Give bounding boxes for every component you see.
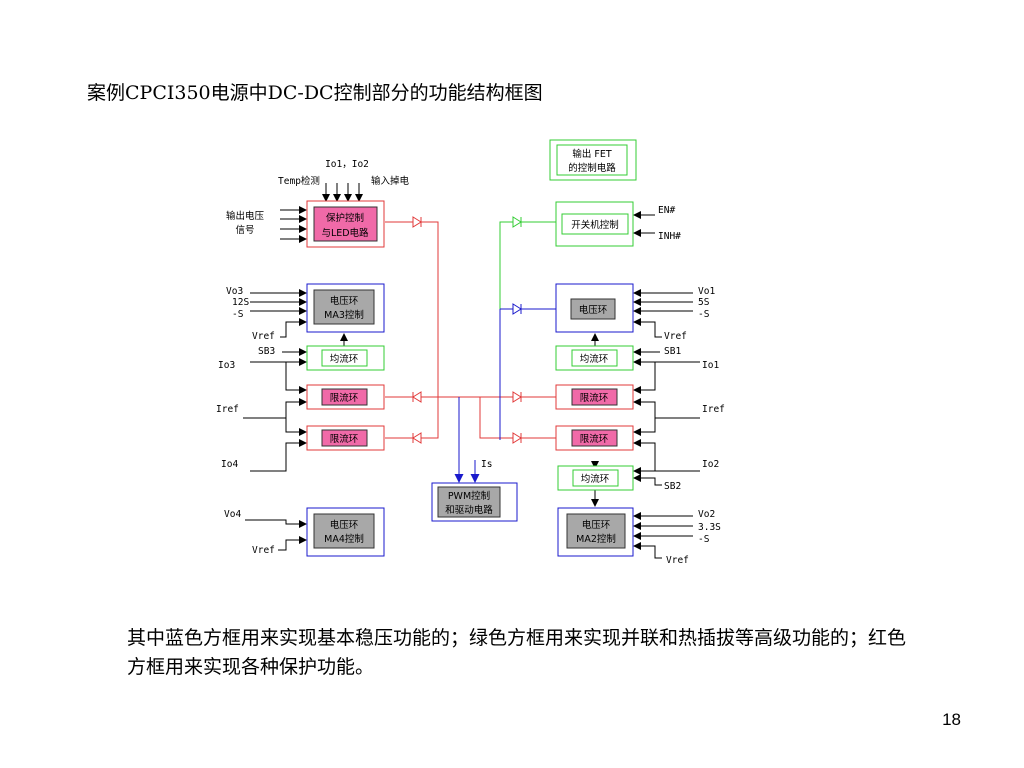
cs-left-label: 均流环 — [330, 353, 359, 365]
slide-title: 案例CPCI350电源中DC-DC控制部分的功能结构框图 — [87, 82, 543, 104]
s33-label: 3.3S — [698, 522, 721, 533]
current-limit-loop-right-1: 限流环 — [555, 384, 634, 410]
cs-right-1-label: 均流环 — [580, 353, 609, 365]
diode-left-top — [412, 216, 422, 228]
s12-label: 12S — [232, 297, 249, 308]
sb2-label: SB2 — [664, 481, 681, 492]
limit-right-1-label: 限流环 — [580, 392, 609, 404]
vref-left-bottom-label: Vref — [252, 545, 275, 556]
page-number: 18 — [942, 710, 961, 729]
diode-right-vloop — [512, 303, 522, 315]
ma3-label-1: 电压环 — [330, 295, 359, 307]
minus-s-right2-label: -S — [698, 534, 710, 545]
ma3-voltage-loop-block: 电压环 MA3控制 — [306, 283, 385, 333]
outv-label-2: 信号 — [235, 224, 254, 236]
voltage-loop-right-block: 电压环 — [555, 283, 634, 333]
diode-left-mid — [412, 391, 422, 403]
sb1-label: SB1 — [664, 346, 681, 357]
pwm-drive-block: PWM控制 和驱动电路 — [431, 482, 518, 522]
vo4-label: Vo4 — [224, 509, 241, 520]
left-input-arrows — [243, 183, 363, 551]
ma4-label-1: 电压环 — [330, 519, 359, 531]
outv-label-1: 输出电压 — [226, 210, 265, 222]
ma2-voltage-loop-block: 电压环 MA2控制 — [557, 507, 634, 557]
diode-right-mid — [512, 391, 522, 403]
s5-label: 5S — [698, 297, 710, 308]
onoff-label: 开关机控制 — [571, 219, 619, 231]
diode-right-top — [512, 216, 522, 228]
fet-label-1: 输出 FET — [572, 148, 611, 160]
protection-led-block: 保护控制 与LED电路 — [306, 200, 385, 248]
limit-right-2-label: 限流环 — [580, 433, 609, 445]
protection-led-label-1: 保护控制 — [326, 212, 364, 224]
vo3-label: Vo3 — [226, 286, 243, 297]
input-drop-label: 输入掉电 — [371, 175, 410, 187]
ma4-label-2: MA4控制 — [324, 533, 364, 545]
current-share-loop-right-1: 均流环 — [555, 345, 634, 371]
minus-s-right-label: -S — [698, 309, 710, 320]
red-protection-wiring — [385, 221, 556, 482]
vo2-label: Vo2 — [698, 509, 715, 520]
io12-label: Io1，Io2 — [325, 159, 369, 170]
pwm-label-1: PWM控制 — [448, 490, 490, 502]
inh-label: INH# — [658, 231, 681, 242]
minus-s-left-label: -S — [232, 309, 244, 320]
limit-left-1-label: 限流环 — [330, 392, 359, 404]
ma4-voltage-loop-block: 电压环 MA4控制 — [306, 507, 385, 557]
ma3-label-2: MA3控制 — [324, 309, 364, 321]
current-limit-loop-left-1: 限流环 — [306, 384, 385, 410]
diode-left-bottom — [412, 432, 422, 444]
vloop-right-label: 电压环 — [579, 304, 608, 316]
pwm-label-2: 和驱动电路 — [445, 504, 493, 516]
ma2-label-1: 电压环 — [582, 519, 611, 531]
vref-right-bottom-label: Vref — [666, 555, 689, 566]
is-label: Is — [481, 459, 492, 470]
io3-label: Io3 — [218, 360, 235, 371]
output-fet-control-block: 输出 FET 的控制电路 — [549, 139, 637, 181]
iref-right-label: Iref — [702, 404, 725, 415]
right-input-arrows — [591, 211, 700, 559]
current-share-loop-right-2: 均流环 — [557, 465, 634, 491]
cs-right-2-label: 均流环 — [581, 473, 610, 485]
current-share-loop-left: 均流环 — [306, 345, 385, 371]
iref-left-label: Iref — [216, 404, 239, 415]
signal-labels: Io1，Io2 Temp检测 输入掉电 输出电压 信号 Vo3 12S -S V… — [216, 159, 725, 566]
slide-caption: 其中蓝色方框用来实现基本稳压功能的；绿色方框用来实现并联和热插拔等高级功能的；红… — [127, 627, 907, 678]
temp-label: Temp检测 — [278, 175, 320, 187]
io1-label: Io1 — [702, 360, 719, 371]
diode-right-bottom — [512, 432, 522, 444]
sb3-label: SB3 — [258, 346, 275, 357]
blue-regulation-wiring — [454, 308, 556, 483]
vref-right-label: Vref — [664, 331, 687, 342]
fet-label-2: 的控制电路 — [568, 162, 616, 174]
ma2-label-2: MA2控制 — [576, 533, 616, 545]
limit-left-2-label: 限流环 — [330, 433, 359, 445]
current-limit-loop-left-2: 限流环 — [306, 425, 385, 451]
en-label: EN# — [658, 205, 675, 216]
vo1-label: Vo1 — [698, 286, 715, 297]
io2-label: Io2 — [702, 459, 719, 470]
on-off-control-block: 开关机控制 — [555, 201, 634, 247]
io4-label: Io4 — [221, 459, 238, 470]
current-limit-loop-right-2: 限流环 — [555, 425, 634, 451]
vref-left-top-label: Vref — [252, 331, 275, 342]
protection-led-label-2: 与LED电路 — [321, 227, 369, 239]
